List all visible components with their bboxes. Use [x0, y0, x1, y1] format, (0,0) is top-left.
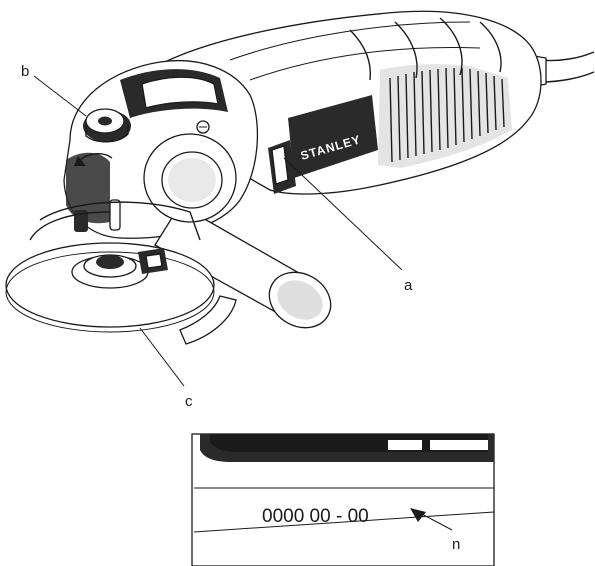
slide-switch — [268, 140, 296, 194]
side-handle — [143, 133, 332, 329]
brand-badge: STANLEY — [288, 95, 378, 178]
callout-label-b: b — [21, 63, 29, 80]
callout-label-n: n — [452, 536, 460, 553]
callout-label-a: a — [404, 277, 413, 294]
callout-label-c: c — [185, 393, 193, 410]
spindle-lock-button — [83, 108, 131, 143]
wheel-guard — [5, 201, 237, 345]
date-code-text: 0000 00 - 00 — [262, 506, 369, 527]
date-code-inset — [191, 433, 495, 566]
ventilation-grille — [378, 64, 512, 168]
callout-leaders — [33, 75, 403, 387]
